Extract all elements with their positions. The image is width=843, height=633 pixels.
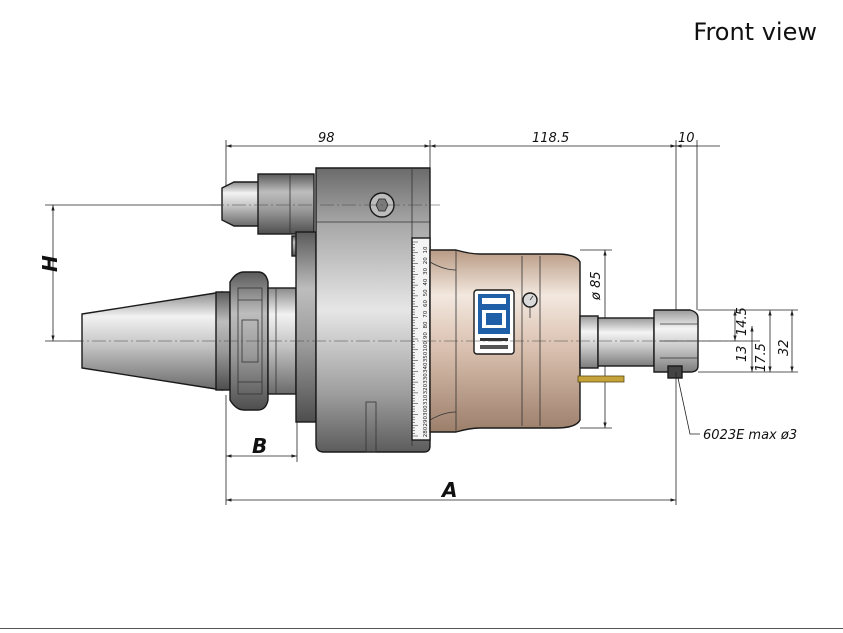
right-dimensions: 14.5 13 17.5 32: [698, 307, 798, 373]
scale-label: 300: [423, 405, 429, 416]
dim-a-label: A: [440, 478, 457, 502]
scale-label: 330: [423, 373, 429, 384]
screw-callout: 6023E max ø3: [677, 377, 797, 443]
side-holder: [221, 173, 315, 257]
dim-a: A: [225, 372, 677, 505]
scale-label: 50: [423, 289, 429, 296]
dim-h-label: H: [38, 255, 62, 272]
top-dimensions: 98 118.5 10: [225, 131, 720, 310]
dim-13: 13: [735, 345, 750, 362]
scale-label: 20: [423, 257, 429, 264]
callout-label: 6023E max ø3: [703, 428, 797, 443]
scale-label: 320: [423, 383, 429, 394]
dim-h: H: [38, 204, 226, 342]
dim-118-5: 118.5: [532, 131, 569, 146]
scale-label: 60: [423, 300, 429, 307]
scale-label: 10: [423, 246, 429, 253]
dim-17-5: 17.5: [754, 343, 769, 372]
scale-label: 70: [423, 310, 429, 317]
dim-10: 10: [678, 131, 695, 146]
scale-label: 290: [423, 416, 429, 427]
angle-scale: 1020304050607080901003503403303203103002…: [411, 237, 431, 441]
main-block: [295, 167, 431, 453]
dim-b-label: B: [252, 434, 267, 458]
coolant-tube: [577, 375, 625, 383]
insert-screw: [667, 365, 683, 379]
bottom-rule: [0, 628, 843, 629]
center-lines: [70, 204, 740, 342]
view-title: Front view: [693, 18, 817, 46]
scale-label: 340: [423, 362, 429, 373]
dim-98: 98: [318, 131, 335, 146]
scale-label: 80: [423, 321, 429, 328]
scale-label: 90: [423, 332, 429, 339]
scale-label: 30: [423, 267, 429, 274]
scale-label: 350: [423, 351, 429, 362]
dim-dia85-label: ø 85: [589, 271, 604, 301]
scale-label: 100: [423, 341, 429, 352]
taper-shank: [81, 291, 231, 391]
scale-label: 310: [423, 394, 429, 405]
scale-label: 280: [423, 426, 429, 437]
logo-plate: [473, 289, 538, 355]
dim-32: 32: [777, 339, 792, 356]
scale-label: 40: [423, 278, 429, 285]
dim-14-5: 14.5: [735, 307, 750, 336]
output-shaft: [577, 309, 699, 383]
